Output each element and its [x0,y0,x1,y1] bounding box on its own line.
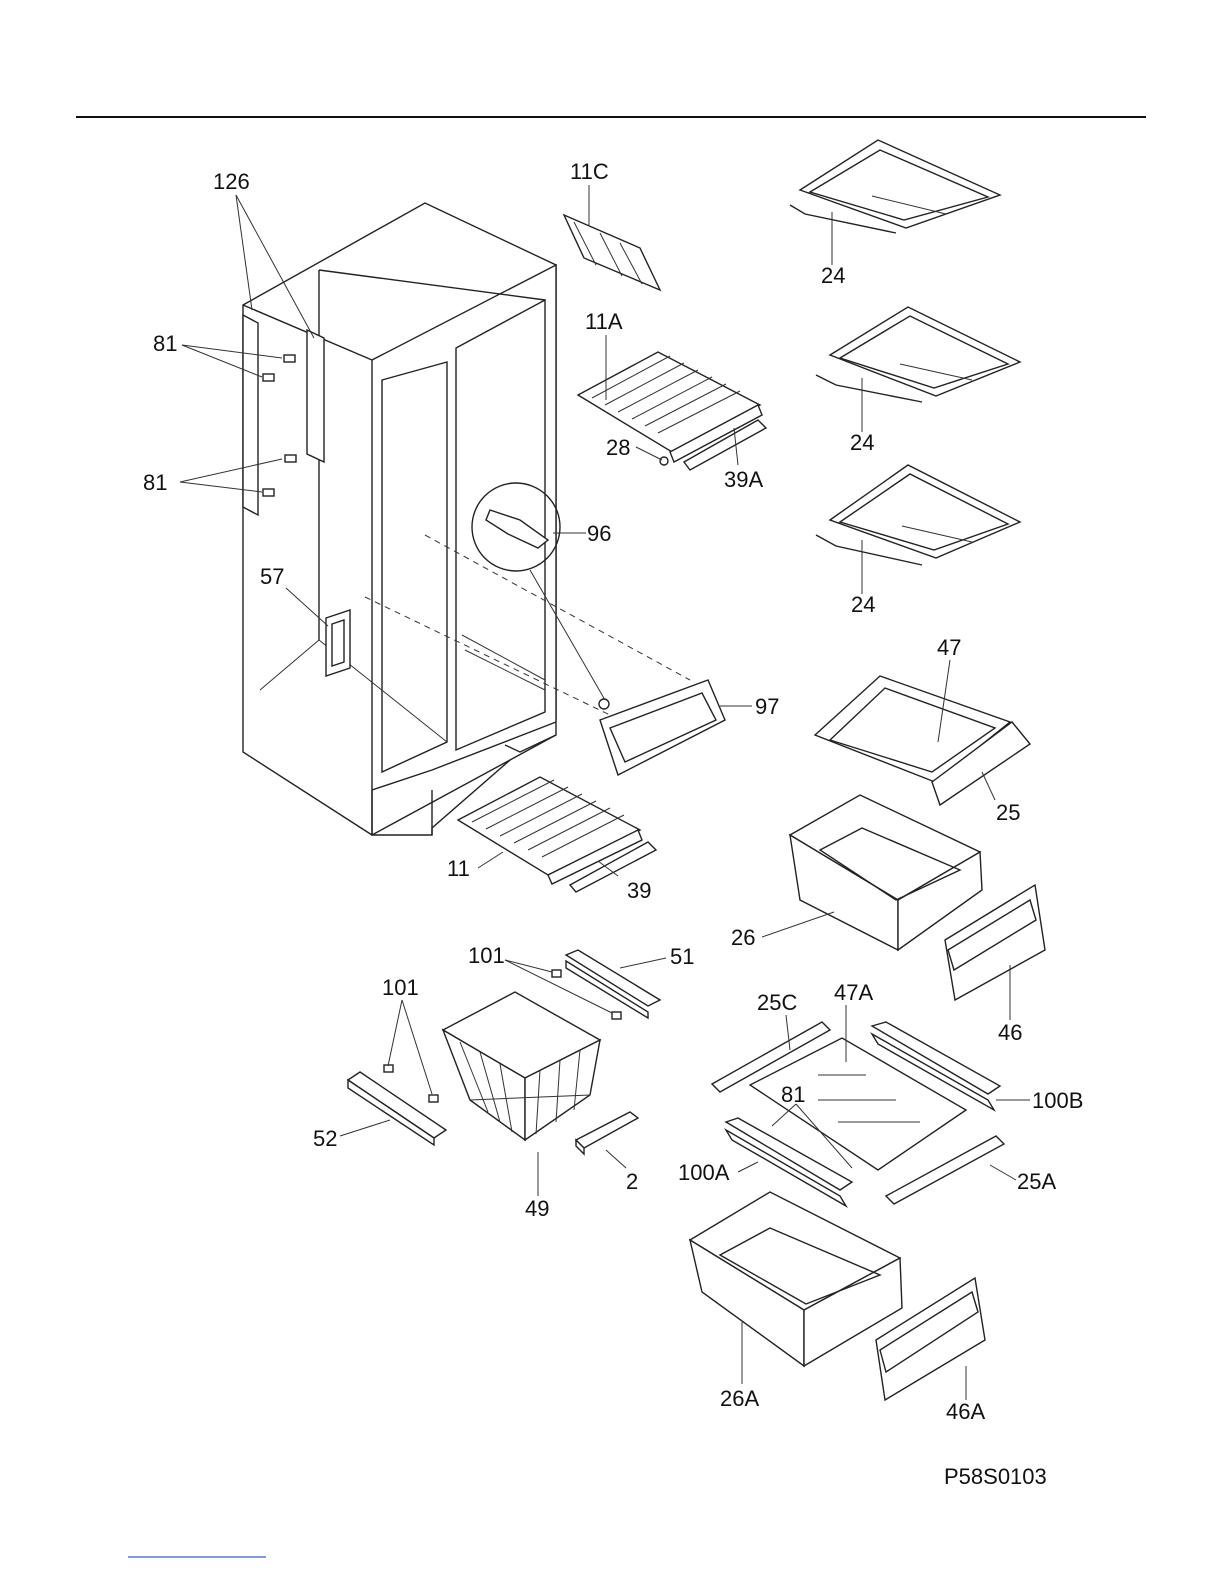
callout-46: 46 [998,1020,1022,1045]
crisper-drawer-26A [690,1192,902,1366]
callout-100A: 100A [678,1160,730,1185]
wire-shelf-11 [458,777,656,892]
drawer-cover-47 [815,676,1030,805]
clip-2 [576,1112,638,1154]
callout-97: 97 [755,694,779,719]
callout-24: 24 [821,263,845,288]
callout-39: 39 [627,878,651,903]
callout-101: 101 [382,975,419,1000]
callout-47: 47 [937,635,961,660]
bracket-97 [599,680,725,775]
callout-24: 24 [851,592,875,617]
rack-11C [564,215,660,290]
callout-81: 81 [143,470,167,495]
callout-49: 49 [525,1196,549,1221]
callout-101: 101 [468,943,505,968]
callout-96: 96 [587,521,611,546]
callout-11: 11 [447,856,470,881]
rail-52 [348,1065,446,1145]
callout-57: 57 [260,564,284,589]
callout-47A: 47A [834,980,873,1005]
callout-11C: 11C [570,159,609,184]
glass-shelf-24-top [790,140,1000,233]
callout-24: 24 [850,430,874,455]
callout-46A: 46A [946,1399,985,1424]
tray-handle-57 [326,610,350,676]
callout-39A: 39A [724,467,763,492]
rail-51 [552,950,660,1019]
crisper-drawer-26 [790,795,982,950]
diagram-code: P58S0103 [944,1464,1047,1489]
callout-2: 2 [626,1169,638,1194]
wire-basket-49 [443,992,600,1140]
callout-81: 81 [781,1082,805,1107]
callout-26A: 26A [720,1386,759,1411]
callout-26: 26 [731,925,755,950]
callout-81: 81 [153,331,177,356]
callout-25C: 25C [757,990,797,1015]
glass-shelf-24-bottom [816,465,1020,565]
callout-126: 126 [213,169,250,194]
callout-100B: 100B [1032,1088,1083,1113]
callout-25A: 25A [1017,1169,1056,1194]
callout-25: 25 [996,800,1020,825]
callout-52: 52 [313,1126,337,1151]
callout-28: 28 [606,435,630,460]
callout-11A: 11A [585,309,623,334]
callout-51: 51 [670,944,694,969]
glass-shelf-24-middle [816,307,1020,402]
